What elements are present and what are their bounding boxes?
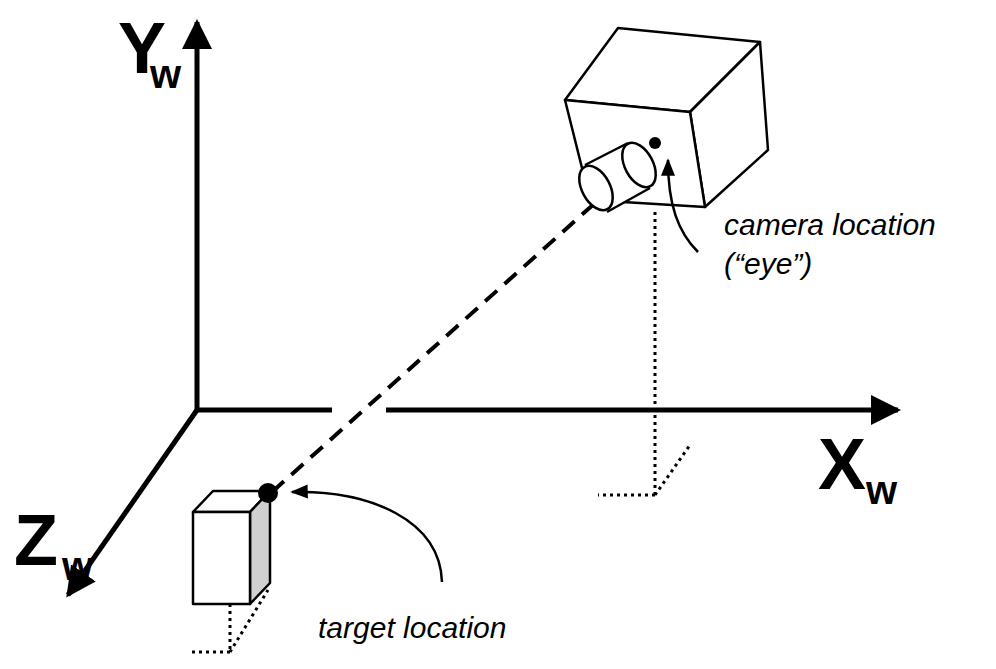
x-axis [386, 408, 898, 413]
target-dot [258, 483, 278, 503]
callout-arrow [292, 492, 442, 582]
camera-dot [649, 137, 661, 149]
axis-subscript: w [150, 54, 181, 94]
target-box [193, 491, 270, 604]
callout-label: target location [318, 608, 506, 647]
y-axis [195, 22, 200, 410]
axis-label: Z [14, 504, 58, 576]
axis-label: X [818, 428, 866, 500]
callout-label: camera location (“eye”) [724, 205, 964, 283]
callout-arrow [668, 160, 698, 252]
drop-line [598, 212, 690, 495]
x-axis [195, 408, 332, 413]
axis-subscript: w [62, 546, 93, 586]
axis-subscript: w [866, 470, 897, 510]
camera-lens [572, 137, 662, 216]
sight-line [272, 203, 595, 492]
